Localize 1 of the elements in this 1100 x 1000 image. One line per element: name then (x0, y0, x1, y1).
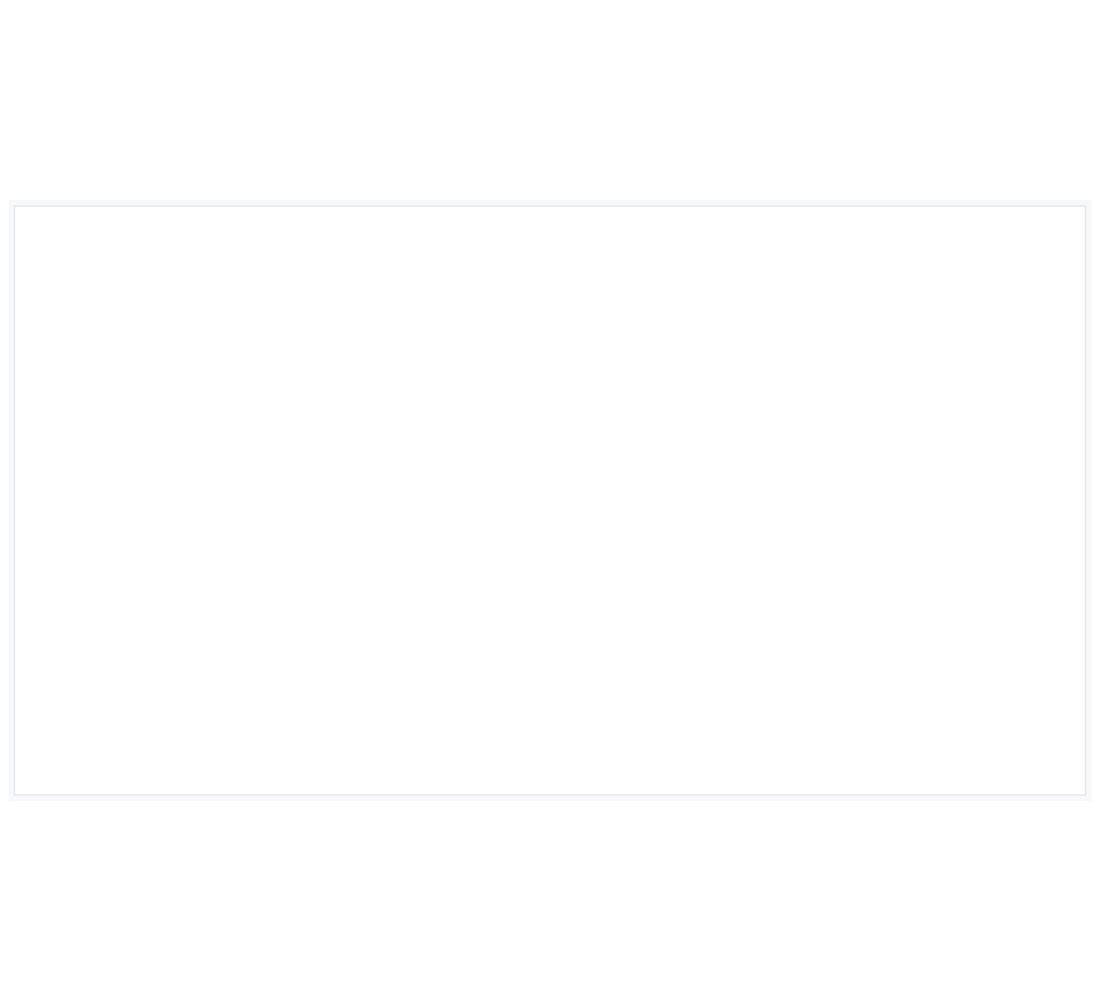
node-box (13, 204, 1087, 796)
